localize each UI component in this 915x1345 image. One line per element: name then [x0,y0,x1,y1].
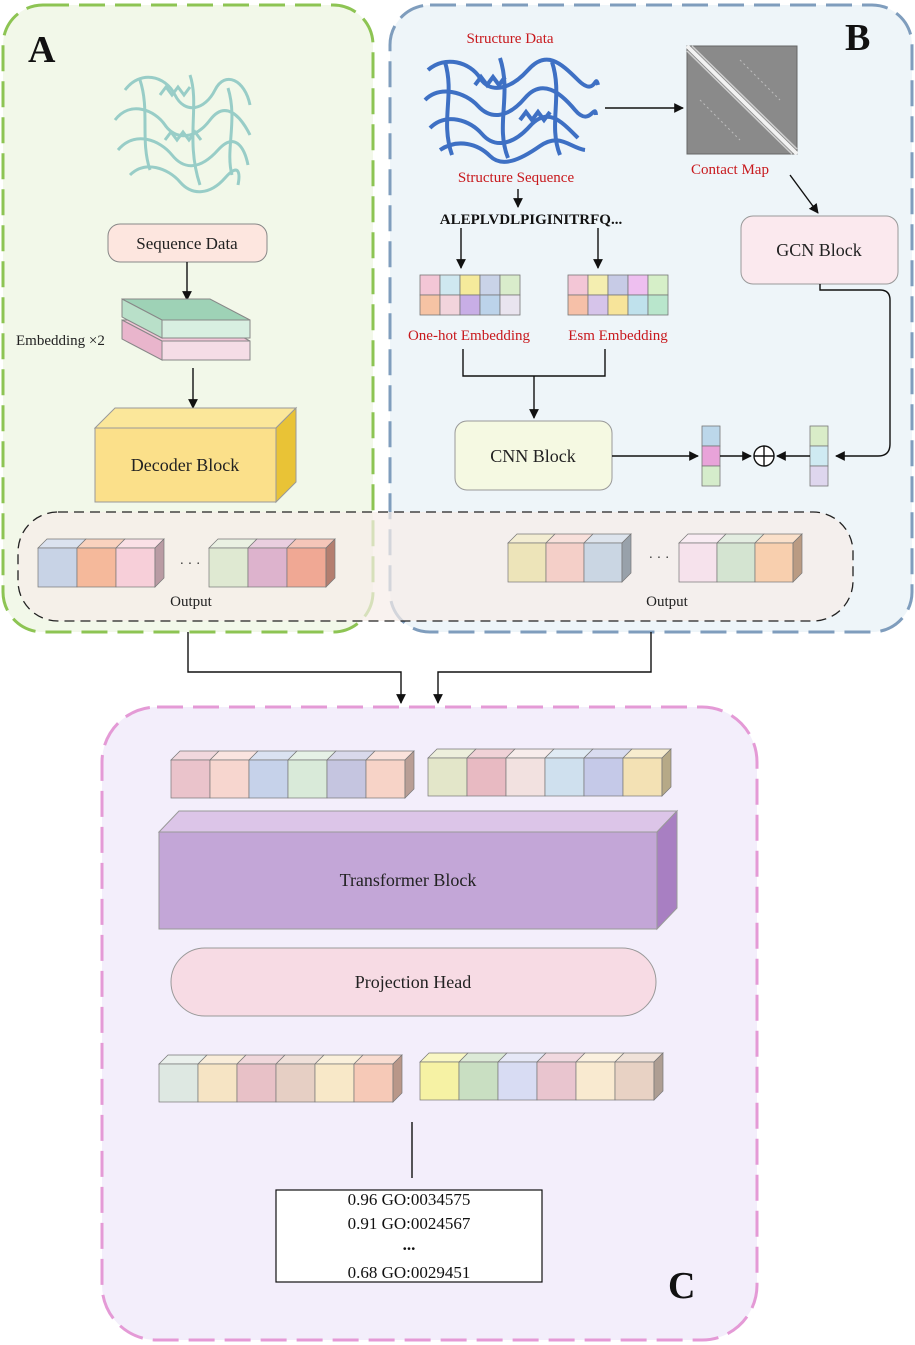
cube-side [621,533,632,583]
protein-cartoon-a [113,74,252,194]
arrow-contact-to-gcn [789,174,819,214]
cube-front [427,757,468,797]
prediction-ellipsis: ... [403,1235,416,1254]
cube-front [353,1063,394,1103]
cube-front [158,1063,199,1103]
cube-front [76,547,117,588]
prediction-1: 0.96 GO:0034575 [348,1190,471,1209]
cube-front [583,542,623,583]
cube-side [404,750,415,799]
prediction-2: 0.91 GO:0024567 [348,1214,471,1233]
output-b-ellipsis: · · · [649,551,670,566]
cube-front [286,547,327,588]
cube-front [614,1061,655,1101]
arrow-a-to-c [187,632,406,704]
cnn-feature-vector [701,425,721,487]
sequence-data-label: Sequence Data [136,234,238,253]
cube-front [575,1061,616,1101]
cube-front [419,1061,460,1101]
embedding-label: Embedding ×2 [16,333,105,349]
cube-front [365,759,406,799]
cube-front [208,547,249,588]
cube-front [275,1063,316,1103]
protein-cartoon-b [423,57,600,164]
embedding-plates [121,298,251,361]
cube-front [236,1063,277,1103]
onehot-embedding-label: One-hot Embedding [408,328,531,344]
cube-front [248,759,289,799]
cube-front [545,542,585,583]
contact-map-label: Contact Map [691,162,769,178]
cube-front [536,1061,577,1101]
cube-front [583,757,624,797]
output-b-cubes [507,533,803,583]
cube-front [497,1061,538,1101]
cube-front [622,757,663,797]
transformer-input-cubes [170,748,672,799]
output-a-ellipsis: · · · [180,557,201,572]
cube-side [792,533,803,583]
prediction-box [275,1189,543,1283]
structure-sequence-label: Structure Sequence [458,170,575,186]
esm-embedding-label: Esm Embedding [568,328,668,344]
cube-front [287,759,328,799]
cube-front [678,542,718,583]
cube-side [325,538,336,588]
esm-grid [567,274,669,316]
cube-front [466,757,507,797]
panel-a-letter: A [28,29,56,71]
projection-output-cubes [158,1052,664,1103]
sequence-string: ALEPLVDLPIGINITRFQ... [440,212,623,228]
cnn-block-label: CNN Block [490,446,576,466]
gcn-feature-vector [809,425,829,487]
cube-front [170,759,211,799]
transformer-block [157,809,679,931]
cube-front [544,757,585,797]
decoder-block [93,406,298,504]
cube-side [661,748,672,797]
cube-front [507,542,547,583]
arrow-b-to-c [433,632,652,704]
cube-front [326,759,367,799]
gcn-block-label: GCN Block [776,240,862,260]
cube-side [392,1054,403,1103]
cube-front [754,542,794,583]
decoder-block-label: Decoder Block [131,455,239,475]
cube-front [458,1061,499,1101]
prediction-3: 0.68 GO:0029451 [348,1263,471,1282]
cube-front [505,757,546,797]
structure-data-label: Structure Data [466,31,553,47]
cube-front [716,542,756,583]
cube-front [115,547,156,588]
projection-head [170,947,657,1017]
connector-gcn [819,284,891,461]
cube-side [154,538,165,588]
cube-front [197,1063,238,1103]
panel-b-letter: B [845,17,870,59]
output-a-label: Output [170,594,213,610]
panel-c-letter: C [668,1265,695,1307]
output-b-label: Output [646,594,689,610]
cube-front [37,547,78,588]
sum-operator-icon [753,445,775,467]
contact-map-image [685,44,799,156]
cube-front [314,1063,355,1103]
output-a-cubes [37,538,336,588]
cube-front [209,759,250,799]
cube-front [247,547,288,588]
cube-side [653,1052,664,1101]
onehot-grid [419,274,521,316]
projection-head-label: Projection Head [355,972,471,992]
transformer-block-label: Transformer Block [340,870,477,890]
